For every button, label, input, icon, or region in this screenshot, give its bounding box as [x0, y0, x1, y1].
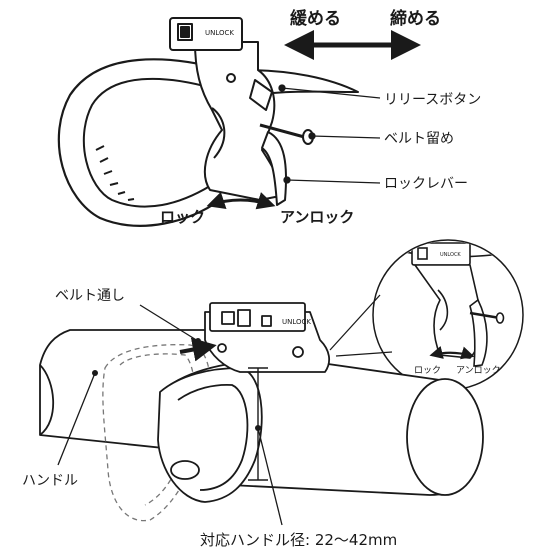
lock-lever-shape: [261, 131, 288, 206]
belt-slot: [170, 460, 200, 480]
grip-notch: [211, 107, 226, 159]
belt-stop-label: ベルト留め: [384, 131, 454, 147]
loosen-label: 緩める: [290, 8, 341, 29]
belt-loop: [57, 58, 226, 227]
inset-unlock-label: アンロック: [456, 365, 501, 376]
top-device-unlock-text: UNLOCK: [205, 29, 234, 37]
device-window-inner: [180, 26, 190, 38]
tighten-label: 締める: [390, 8, 441, 29]
belt-teeth: [95, 145, 135, 201]
belt-through-label: ベルト通し: [55, 288, 125, 304]
belt-tail: [244, 69, 359, 96]
unlock-label: アンロック: [280, 208, 354, 226]
top-device-diagram: [57, 17, 359, 227]
belt-stop-pin: [259, 123, 309, 140]
lock-lever-label: ロックレバー: [384, 176, 468, 192]
belt-inner: [82, 77, 213, 208]
inset-detail: [329, 239, 524, 391]
release-button-label: リリースボタン: [384, 92, 481, 108]
inset-lock-arrow: [429, 346, 475, 360]
handle-label: ハンドル: [22, 473, 78, 489]
bottom-device-unlock-text: UNLOCK: [282, 318, 311, 326]
inset-lock-label: ロック: [414, 365, 441, 376]
bottom-diagram: [39, 302, 484, 522]
lock-label: ロック: [160, 208, 205, 226]
handle-diameter-label: 対応ハンドル径: 22～42mm: [200, 531, 397, 549]
device-body: [194, 41, 286, 201]
belt-through-arrow: [179, 337, 217, 362]
inset-device-unlock-text: UNLOCK: [440, 252, 461, 258]
lock-unlock-arrow: [206, 191, 276, 210]
top-callouts: [278, 84, 381, 184]
release-button-shape: [249, 79, 273, 111]
cylinder-end: [406, 378, 484, 496]
screw: [226, 73, 236, 83]
